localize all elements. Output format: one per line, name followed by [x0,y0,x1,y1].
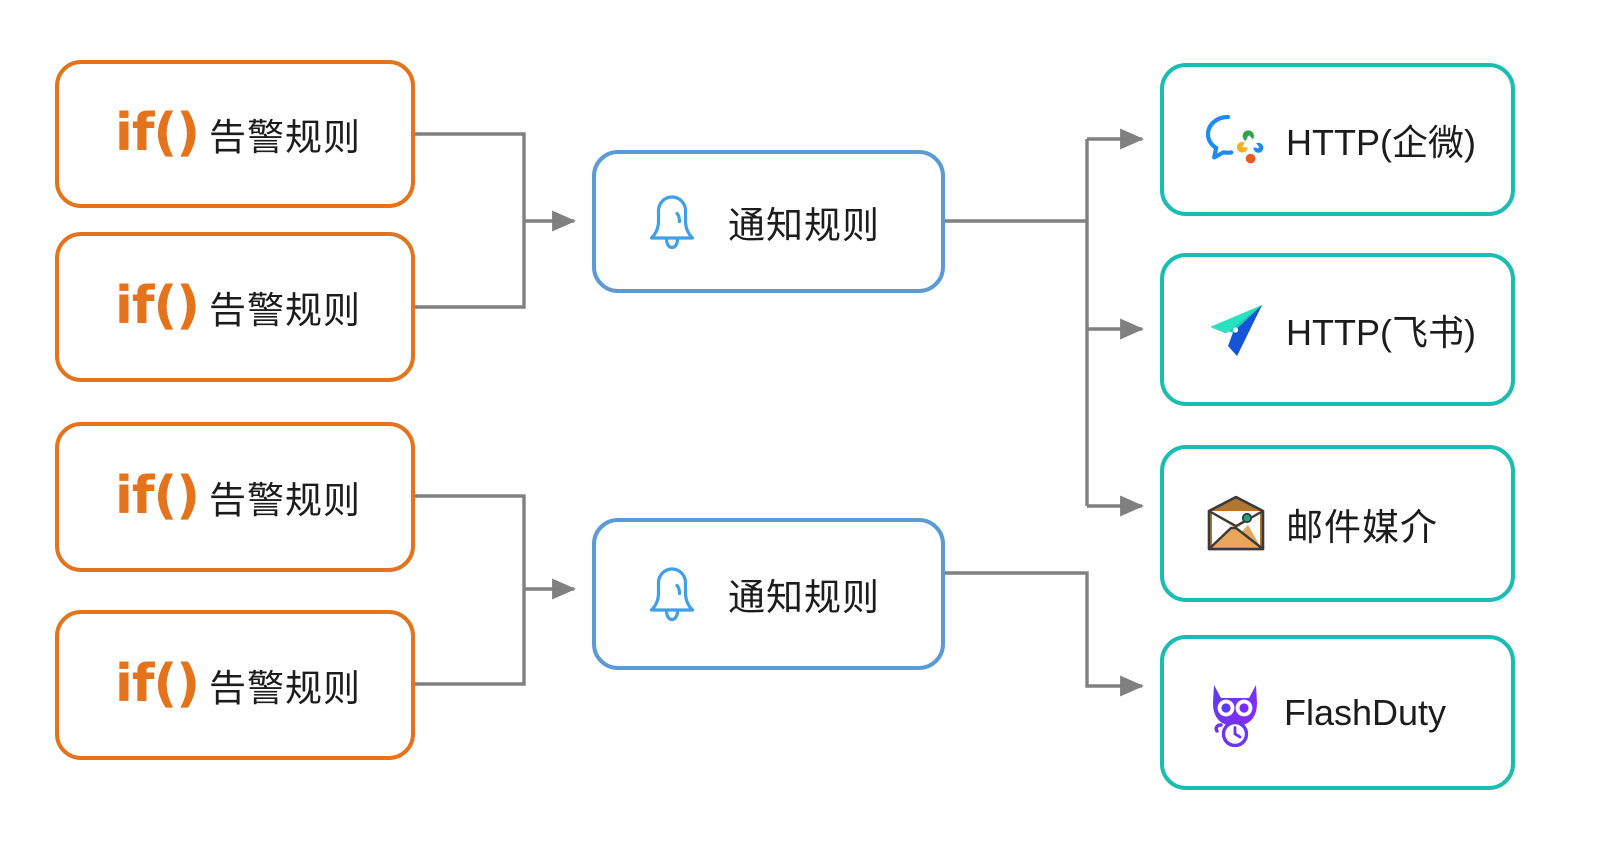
alert-rule-label: 告警规则 [209,668,361,709]
alert-rule-1[interactable]: if() 告警规则 [55,60,415,208]
bell-icon [644,191,700,253]
edge-alert2-notify1 [415,221,526,309]
destination-wecom[interactable]: HTTP(企微) [1160,63,1515,216]
notify-rule-1[interactable]: 通知规则 [592,150,945,293]
destination-label: FlashDuty [1284,691,1447,733]
if-function-icon: if() [115,465,200,526]
flashduty-icon [1204,679,1266,747]
destination-email[interactable]: 邮件媒介 [1160,445,1515,602]
alert-rule-label: 告警规则 [209,480,361,521]
notify-rule-label: 通知规则 [728,577,880,618]
destination-feishu[interactable]: HTTP(飞书) [1160,253,1515,406]
alert-rule-2[interactable]: if() 告警规则 [55,232,415,382]
alert-rule-3[interactable]: if() 告警规则 [55,422,415,572]
alert-rule-label: 告警规则 [209,117,361,158]
destination-label: HTTP(飞书) [1286,311,1476,353]
destination-flashduty[interactable]: FlashDuty [1160,635,1515,790]
notify-rule-label: 通知规则 [728,204,880,246]
wecom-icon [1204,111,1268,169]
feishu-icon [1204,300,1268,360]
destination-label: 邮件媒介 [1286,506,1438,548]
edge-alert3-notify2 [415,494,526,589]
edge-alert4-notify2 [415,589,526,686]
alert-rule-label: 告警规则 [209,290,361,331]
destination-label: HTTP(企微) [1286,121,1476,163]
if-function-icon: if() [115,275,200,336]
if-function-icon: if() [115,653,200,714]
edge-alert1-notify1 [415,132,526,221]
notify-rule-2[interactable]: 通知规则 [592,518,945,670]
envelope-icon [1204,495,1268,553]
if-function-icon: if() [115,102,200,163]
bell-icon [644,563,700,625]
alert-rule-4[interactable]: if() 告警规则 [55,610,415,760]
edge-notify2-dest4 [945,571,1144,697]
